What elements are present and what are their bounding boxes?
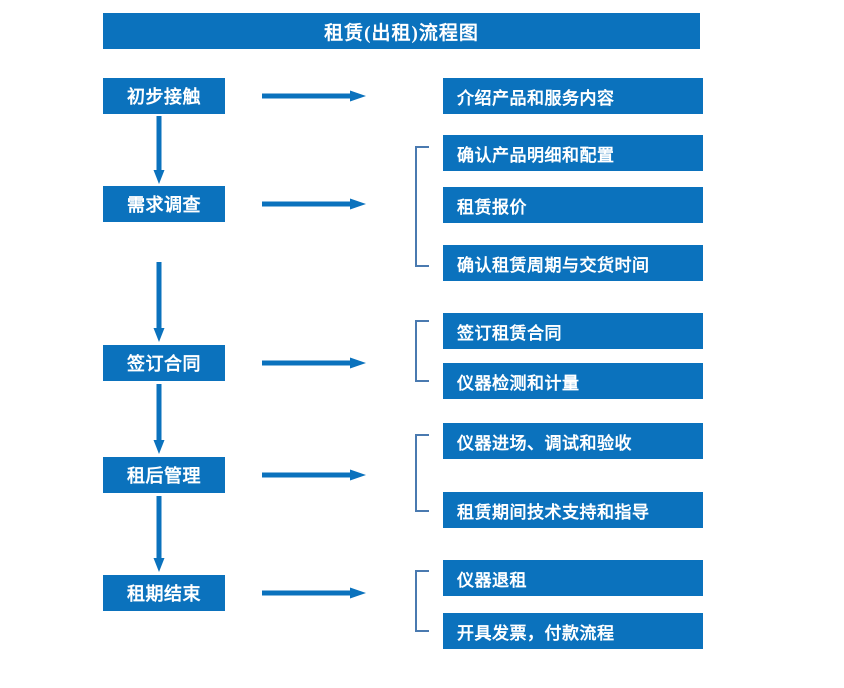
stage-box-qianding-hetong[interactable]: 签订合同: [103, 345, 225, 381]
detail-box-yiqi-jiance-jiliang[interactable]: 仪器检测和计量: [443, 363, 703, 399]
arrow-right-stage-5: [262, 586, 366, 600]
arrow-right-stage-4: [262, 468, 366, 482]
detail-box-queren-zulin-zhouqi[interactable]: 确认租赁周期与交货时间: [443, 245, 703, 281]
stage-box-chubu-jiechu[interactable]: 初步接触: [103, 78, 225, 114]
stage-box-zuqi-jieshu[interactable]: 租期结束: [103, 575, 225, 611]
detail-box-yiqi-tuizu[interactable]: 仪器退租: [443, 560, 703, 596]
detail-box-zulin-baojia[interactable]: 租赁报价: [443, 187, 703, 223]
detail-box-queren-chanpin-mingxi[interactable]: 确认产品明细和配置: [443, 135, 703, 171]
chart-title: 租赁(出租)流程图: [103, 13, 700, 49]
stage-box-xuqiu-diaocha[interactable]: 需求调查: [103, 186, 225, 222]
group-bracket-zuqi-jieshu: [415, 570, 429, 632]
arrow-down-stage-4-to-5: [152, 496, 166, 572]
group-bracket-xuqiu-diaocha: [415, 146, 429, 267]
arrow-down-stage-2-to-3: [152, 262, 166, 342]
arrow-right-stage-2: [262, 197, 366, 211]
stage-box-zuhou-guanli[interactable]: 租后管理: [103, 457, 225, 493]
group-bracket-zuhou-guanli: [415, 434, 429, 512]
arrow-down-stage-1-to-2: [152, 116, 166, 184]
detail-box-zulin-qijian-jishu[interactable]: 租赁期间技术支持和指导: [443, 492, 703, 528]
arrow-down-stage-3-to-4: [152, 384, 166, 454]
detail-box-jieshao-chanpin[interactable]: 介绍产品和服务内容: [443, 78, 703, 114]
arrow-right-stage-1: [262, 89, 366, 103]
detail-box-qianding-zulin-hetong[interactable]: 签订租赁合同: [443, 313, 703, 349]
detail-box-kaiju-fapiao[interactable]: 开具发票，付款流程: [443, 613, 703, 649]
arrow-right-stage-3: [262, 356, 366, 370]
group-bracket-qianding-hetong: [415, 320, 429, 382]
detail-box-yiqi-jinchang-tiaoshi[interactable]: 仪器进场、调试和验收: [443, 423, 703, 459]
